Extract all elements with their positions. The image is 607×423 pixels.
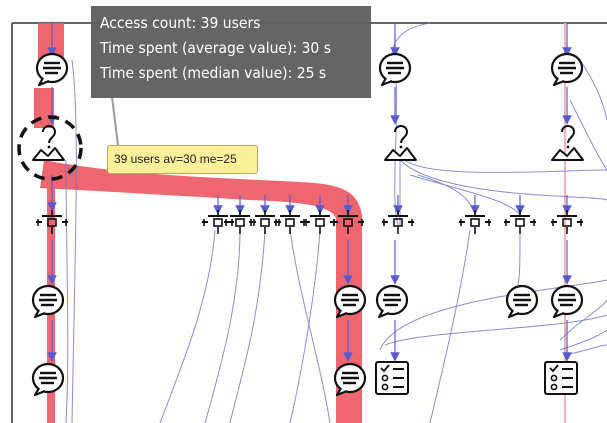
comment-bubble-icon[interactable] [550, 52, 584, 87]
node-stats-label: 39 users av=30 me=25 [107, 145, 258, 174]
comment-bubble-icon[interactable] [375, 284, 409, 319]
comment-bubble-icon[interactable] [31, 284, 65, 319]
question-node-icon[interactable] [32, 125, 65, 161]
edges [65, 22, 607, 423]
question-node-icon[interactable] [551, 125, 584, 161]
merge-node-icon[interactable] [273, 209, 307, 235]
selection-ring [17, 115, 83, 181]
comment-bubble-icon[interactable] [505, 284, 539, 319]
merge-node-icon[interactable] [550, 209, 584, 235]
checklist-icon[interactable] [544, 361, 578, 395]
comment-bubble-icon[interactable] [35, 52, 69, 87]
merge-node-icon[interactable] [381, 209, 415, 235]
tooltip-median-time: Time spent (median value): 25 s [100, 64, 327, 82]
merge-node-icon[interactable] [503, 209, 537, 235]
tooltip-pointer [111, 96, 119, 146]
comment-bubble-icon[interactable] [378, 52, 412, 87]
tooltip-access-count: Access count: 39 users [100, 14, 261, 32]
merge-node-icon[interactable] [458, 209, 492, 235]
tooltip-average-time: Time spent (average value): 30 s [100, 39, 331, 57]
merge-node-icon[interactable] [303, 209, 337, 235]
comment-bubble-icon[interactable] [550, 284, 584, 319]
checklist-icon[interactable] [375, 361, 409, 395]
question-node-icon[interactable] [384, 125, 417, 161]
stats-tooltip: Access count: 39 users Time spent (avera… [91, 6, 371, 98]
comment-bubble-icon[interactable] [31, 362, 65, 397]
